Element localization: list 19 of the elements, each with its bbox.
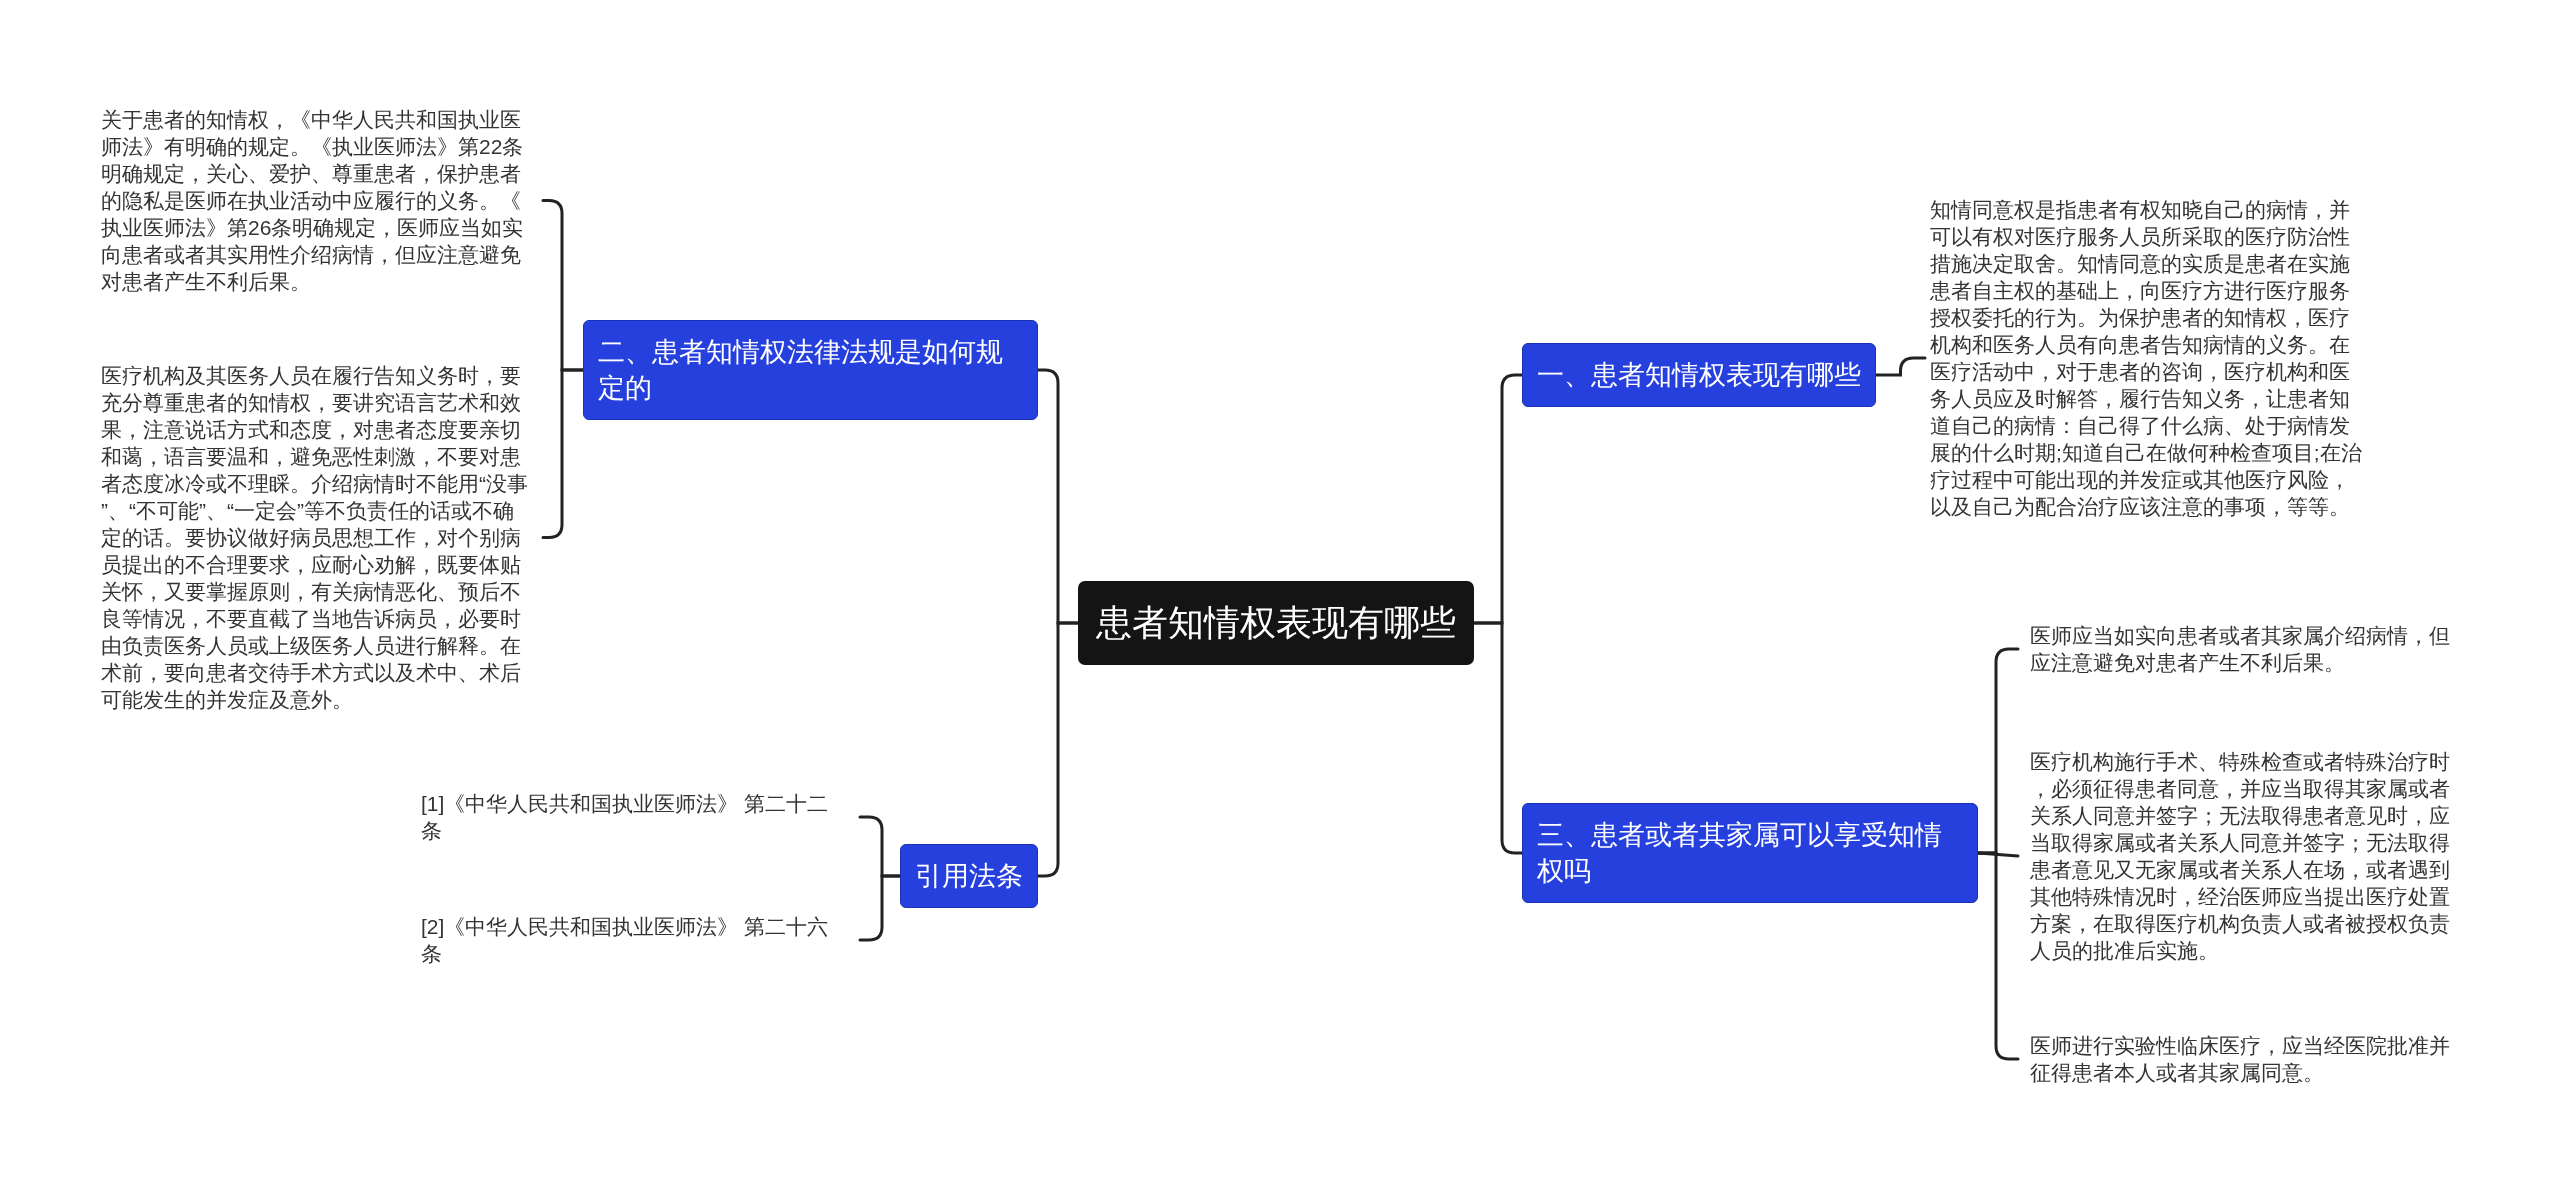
paragraph-text: 医师进行实验性临床医疗，应当经医院批准并征得患者本人或者其家属同意。 bbox=[2018, 1032, 2464, 1086]
connector-line bbox=[1472, 621, 1524, 855]
topic-box: 二、患者知情权法律法规是如何规定的 bbox=[583, 320, 1038, 420]
paragraph-text: 医师应当如实向患者或者其家属介绍病情，但应注意避免对患者产生不利后果。 bbox=[2018, 622, 2464, 676]
reference-text: [2]《中华人民共和国执业医师法》 第二十六条 bbox=[421, 913, 860, 967]
connector-line bbox=[858, 874, 902, 942]
connector-line bbox=[541, 368, 585, 539]
connector-line bbox=[1874, 356, 1927, 377]
paragraph-text: 医疗机构施行手术、特殊检查或者特殊治疗时，必须征得患者同意，并应当取得其家属或者关系人同意并签字；无法取得患者意见时，应当取得家属或者关系人同意并签字；无法取得患者意见又无家属或者关系人在场，或者遇到其他特殊情况时，经治医师应当提出医疗处置方案，在取得医疗机构负责人或者被授权负责人员的批准后实施。 bbox=[2018, 748, 2464, 964]
topic-box: 三、患者或者其家属可以享受知情权吗 bbox=[1522, 803, 1978, 903]
connector-line bbox=[1036, 621, 1080, 878]
paragraph-text: 知情同意权是指患者有权知晓自己的病情，并可以有权对医疗服务人员所采取的医疗防治性措施决定取舍。知情同意的实质是患者在实施患者自主权的基础上，向医疗方进行医疗服务授权委托的行为。为保护患者的知情权，医疗机构和医务人员有向患者告知病情的义务。在医疗活动中，对于患者的咨询，医疗机构和医务人员应及时解答，履行告知义务，让患者知道自己的病情：自己得了什么病、处于病情发展的什么时期;知道自己在做何种检查项目;在治疗过程中可能出现的并发症或其他医疗风险，以及自己为配合治疗应该注意的事项，等等。 bbox=[1925, 196, 2365, 520]
connector-line bbox=[1976, 851, 2020, 1061]
topic-box: 引用法条 bbox=[900, 844, 1038, 908]
central-topic-box: 患者知情权表现有哪些 bbox=[1078, 581, 1474, 665]
paragraph-text: 医疗机构及其医务人员在履行告知义务时，要充分尊重患者的知情权，要讲究语言艺术和效果，注意说话方式和态度，对患者态度要亲切和蔼，语言要温和，避免恶性刺激，不要对患者态度冰冷或不理睬。介绍病情时不能用“没事”、“不可能”、“一定会”等不负责任的话或不确定的话。要协议做好病员思想工作，对个别病员提出的不合理要求，应耐心劝解，既要体贴关怀，又要掌握原则，有关病情恶化、预后不良等情况，不要直截了当地告诉病员，必要时由负责医务人员或上级医务人员进行解释。在术前，要向患者交待手术方式以及术中、术后可能发生的并发症及意外。 bbox=[101, 362, 543, 713]
paragraph-text: 关于患者的知情权，《中华人民共和国执业医师法》有明确的规定。《执业医师法》第22条明确规定，关心、爱护、尊重患者，保护患者的隐私是医师在执业活动中应履行的义务。《执业医师法》第26条明确规定，医师应当如实向患者或者其实用性介绍病情，但应注意避免对患者产生不利后果。 bbox=[101, 106, 543, 295]
topic-box: 一、患者知情权表现有哪些 bbox=[1522, 343, 1876, 407]
reference-text: [1]《中华人民共和国执业医师法》 第二十二条 bbox=[421, 790, 860, 844]
